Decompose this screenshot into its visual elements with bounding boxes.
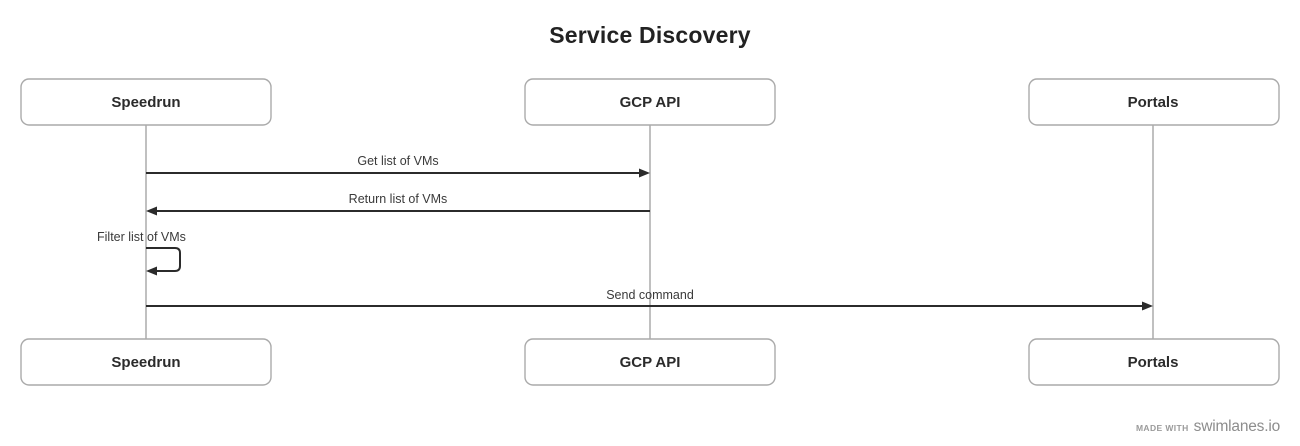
participant-label-gcp-api: GCP API — [620, 94, 681, 111]
participant-speedrun-bottom[interactable]: Speedrun — [20, 338, 272, 386]
participant-box — [20, 78, 272, 126]
page-title: Service Discovery — [549, 22, 751, 48]
message-label-return-list-of-vms: Return list of VMs — [349, 192, 448, 206]
participant-gcp-api-bottom[interactable]: GCP API — [524, 338, 776, 386]
participant-label-portals: Portals — [1128, 94, 1179, 111]
message-arrowhead — [639, 168, 650, 178]
message-get-list-of-vms[interactable]: Get list of VMs — [146, 154, 650, 178]
message-filter-list-of-vms[interactable]: Filter list of VMs — [97, 230, 186, 276]
message-arrowhead — [146, 206, 157, 216]
participant-box — [524, 338, 776, 386]
participant-label-speedrun: Speedrun — [111, 354, 180, 371]
participant-label-speedrun: Speedrun — [111, 94, 180, 111]
participant-box — [20, 338, 272, 386]
participant-label-portals: Portals — [1128, 354, 1179, 371]
footer-watermark: MADE WITH swimlanes.io — [1136, 418, 1280, 436]
participant-portals-top[interactable]: Portals — [1028, 78, 1280, 126]
participant-speedrun-top[interactable]: Speedrun — [20, 78, 272, 126]
message-arrowhead — [146, 266, 157, 276]
participant-gcp-api-top[interactable]: GCP API — [524, 78, 776, 126]
participant-portals-bottom[interactable]: Portals — [1028, 338, 1280, 386]
participant-label-gcp-api: GCP API — [620, 354, 681, 371]
message-line — [146, 247, 181, 272]
participant-box — [524, 78, 776, 126]
participant-box — [1028, 78, 1280, 126]
message-return-list-of-vms[interactable]: Return list of VMs — [146, 192, 650, 216]
participant-box — [1028, 338, 1280, 386]
footer-brand-label: swimlanes.io — [1193, 418, 1281, 435]
lifelines-layer — [145, 125, 1154, 339]
footer-made-with-label: MADE WITH — [1135, 423, 1189, 433]
message-arrowhead — [1142, 301, 1153, 311]
message-label-filter-list-of-vms: Filter list of VMs — [97, 230, 186, 244]
message-label-send-command: Send command — [606, 288, 694, 302]
message-label-get-list-of-vms: Get list of VMs — [357, 154, 438, 168]
message-send-command[interactable]: Send command — [146, 288, 1153, 311]
